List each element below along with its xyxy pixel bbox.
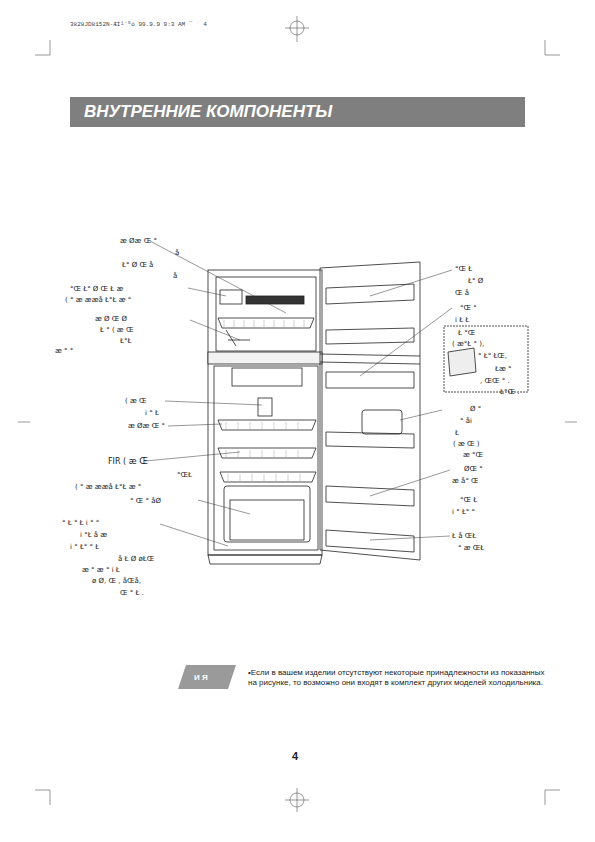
- print-header: 3828JD8152N-ÆÌ¹¨ªó 99.9.9 9:3 AM ¯ ` 4: [70, 22, 207, 29]
- part-label: ° Ł ° Ł i ° °: [62, 520, 99, 528]
- part-label: å Ł Ø øŁŒ: [118, 556, 154, 564]
- part-label: , ŒŒ ° .: [480, 378, 510, 386]
- part-label: i ° Ł° °: [452, 509, 475, 517]
- part-label: ° åi: [460, 418, 472, 426]
- title-band: ВНУТРЕННИЕ КОМПОНЕНТЫ: [70, 97, 525, 127]
- part-label: æ Ø Œ Ø: [95, 316, 127, 324]
- part-label: ° æ ŒŁ: [458, 545, 484, 553]
- part-label: æ °Œ: [463, 452, 483, 460]
- part-label: ( ° æ ææå Ł°Ł æ °: [65, 297, 131, 305]
- part-label: Œ ° Ł .: [120, 590, 144, 598]
- part-label: Ł °Œ: [458, 330, 475, 338]
- badge-fill: [178, 665, 236, 689]
- part-label: °ŒŁ: [177, 472, 192, 480]
- part-label: ØŒ °: [464, 466, 483, 474]
- part-label: ° Œ ° åØ: [130, 498, 161, 506]
- part-label: i ° Ł: [145, 410, 159, 418]
- part-label: ( æ°Ł ° ),: [452, 341, 484, 349]
- page-heading: ВНУТРЕННИЕ КОМПОНЕНТЫ: [84, 102, 332, 122]
- part-label: Ø °: [470, 406, 481, 414]
- part-label: Ł°Œ .: [500, 389, 519, 397]
- part-label: ° Ł° ŁŒ,: [478, 353, 507, 361]
- part-label: i ° Ł° ° Ł: [70, 544, 99, 552]
- note-text: •Если в вашем изделии отсутствуют некото…: [248, 668, 548, 689]
- part-label: æ Øæ Œ °: [120, 238, 157, 246]
- part-label: æ å° Œ: [452, 478, 479, 486]
- part-label: ( ° æ ææå Ł°Ł æ °: [75, 484, 141, 492]
- part-label: Ł° Ø Œ å: [122, 262, 153, 270]
- note-badge: И Я: [178, 665, 236, 689]
- part-label: FIR ( æ Œ: [108, 458, 148, 467]
- part-label: æ ° æ ° i Ł: [82, 567, 120, 575]
- page-number: 4: [292, 750, 298, 762]
- part-label: ( æ Œ ): [453, 441, 480, 449]
- part-label: ø Ø, Œ , åŒå,: [92, 578, 141, 586]
- part-label: i Ł Ł: [455, 317, 469, 325]
- part-label: Łæ °: [495, 366, 512, 374]
- part-label: æ ° °: [55, 348, 73, 356]
- part-label: å: [175, 250, 179, 258]
- part-label: Ł° Ø: [468, 278, 483, 286]
- part-label: Œ å: [455, 290, 469, 298]
- part-label: °Œ Ł: [455, 266, 472, 274]
- part-label: i °Ł å æ: [80, 532, 107, 540]
- part-label: ( æ Œ: [125, 398, 147, 406]
- part-label: Ł å ŒŁ: [452, 533, 476, 541]
- note-label: И Я: [194, 673, 208, 682]
- part-label: æ Øæ Œ °: [128, 423, 165, 431]
- part-label: °Œ °: [460, 305, 477, 313]
- part-label: Ł: [455, 430, 459, 438]
- part-label: °Œ Ł: [460, 497, 477, 505]
- part-label: Ł ° ( æ Œ: [100, 327, 133, 335]
- part-label: å: [173, 273, 177, 281]
- part-label: Ł°Ł: [120, 338, 131, 346]
- part-label: °Œ Ł° Ø Œ Ł æ: [70, 286, 123, 294]
